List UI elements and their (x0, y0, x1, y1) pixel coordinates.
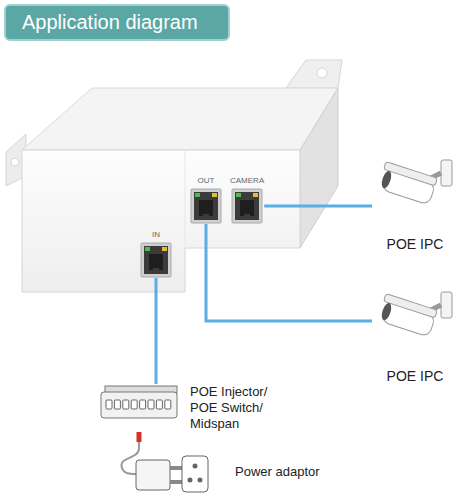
port-node: CAMERA (230, 176, 264, 224)
rj45-port (190, 188, 222, 224)
plug-node: Power adaptor (94, 448, 320, 494)
camera-node: POE IPC (372, 290, 458, 384)
cable-connector (137, 432, 142, 448)
power-plug-icon (94, 448, 229, 494)
title-banner: Application diagram (4, 4, 230, 41)
device-label: Power adaptor (235, 464, 320, 479)
cable-connector (206, 224, 372, 321)
device-label: POE IPC (387, 368, 444, 384)
port-label: OUT (198, 176, 215, 186)
rj45-port (140, 242, 172, 278)
cable-connector (264, 206, 372, 207)
switch-icon (100, 384, 178, 420)
device-label: POE IPC (387, 236, 444, 252)
camera-node: POE IPC (372, 158, 458, 252)
port-label: IN (152, 230, 160, 240)
port-label: CAMERA (230, 176, 264, 186)
camera-icon (375, 290, 455, 352)
camera-icon (375, 158, 455, 220)
cable-connector (156, 278, 157, 384)
port-node: OUT (190, 176, 222, 224)
switch-node: POE Injector/ POE Switch/ Midspan (100, 384, 288, 432)
port-node: IN (140, 230, 172, 278)
housing-body (22, 88, 338, 292)
device-label: POE Injector/ POE Switch/ Midspan (190, 384, 288, 432)
rj45-port (231, 188, 263, 224)
